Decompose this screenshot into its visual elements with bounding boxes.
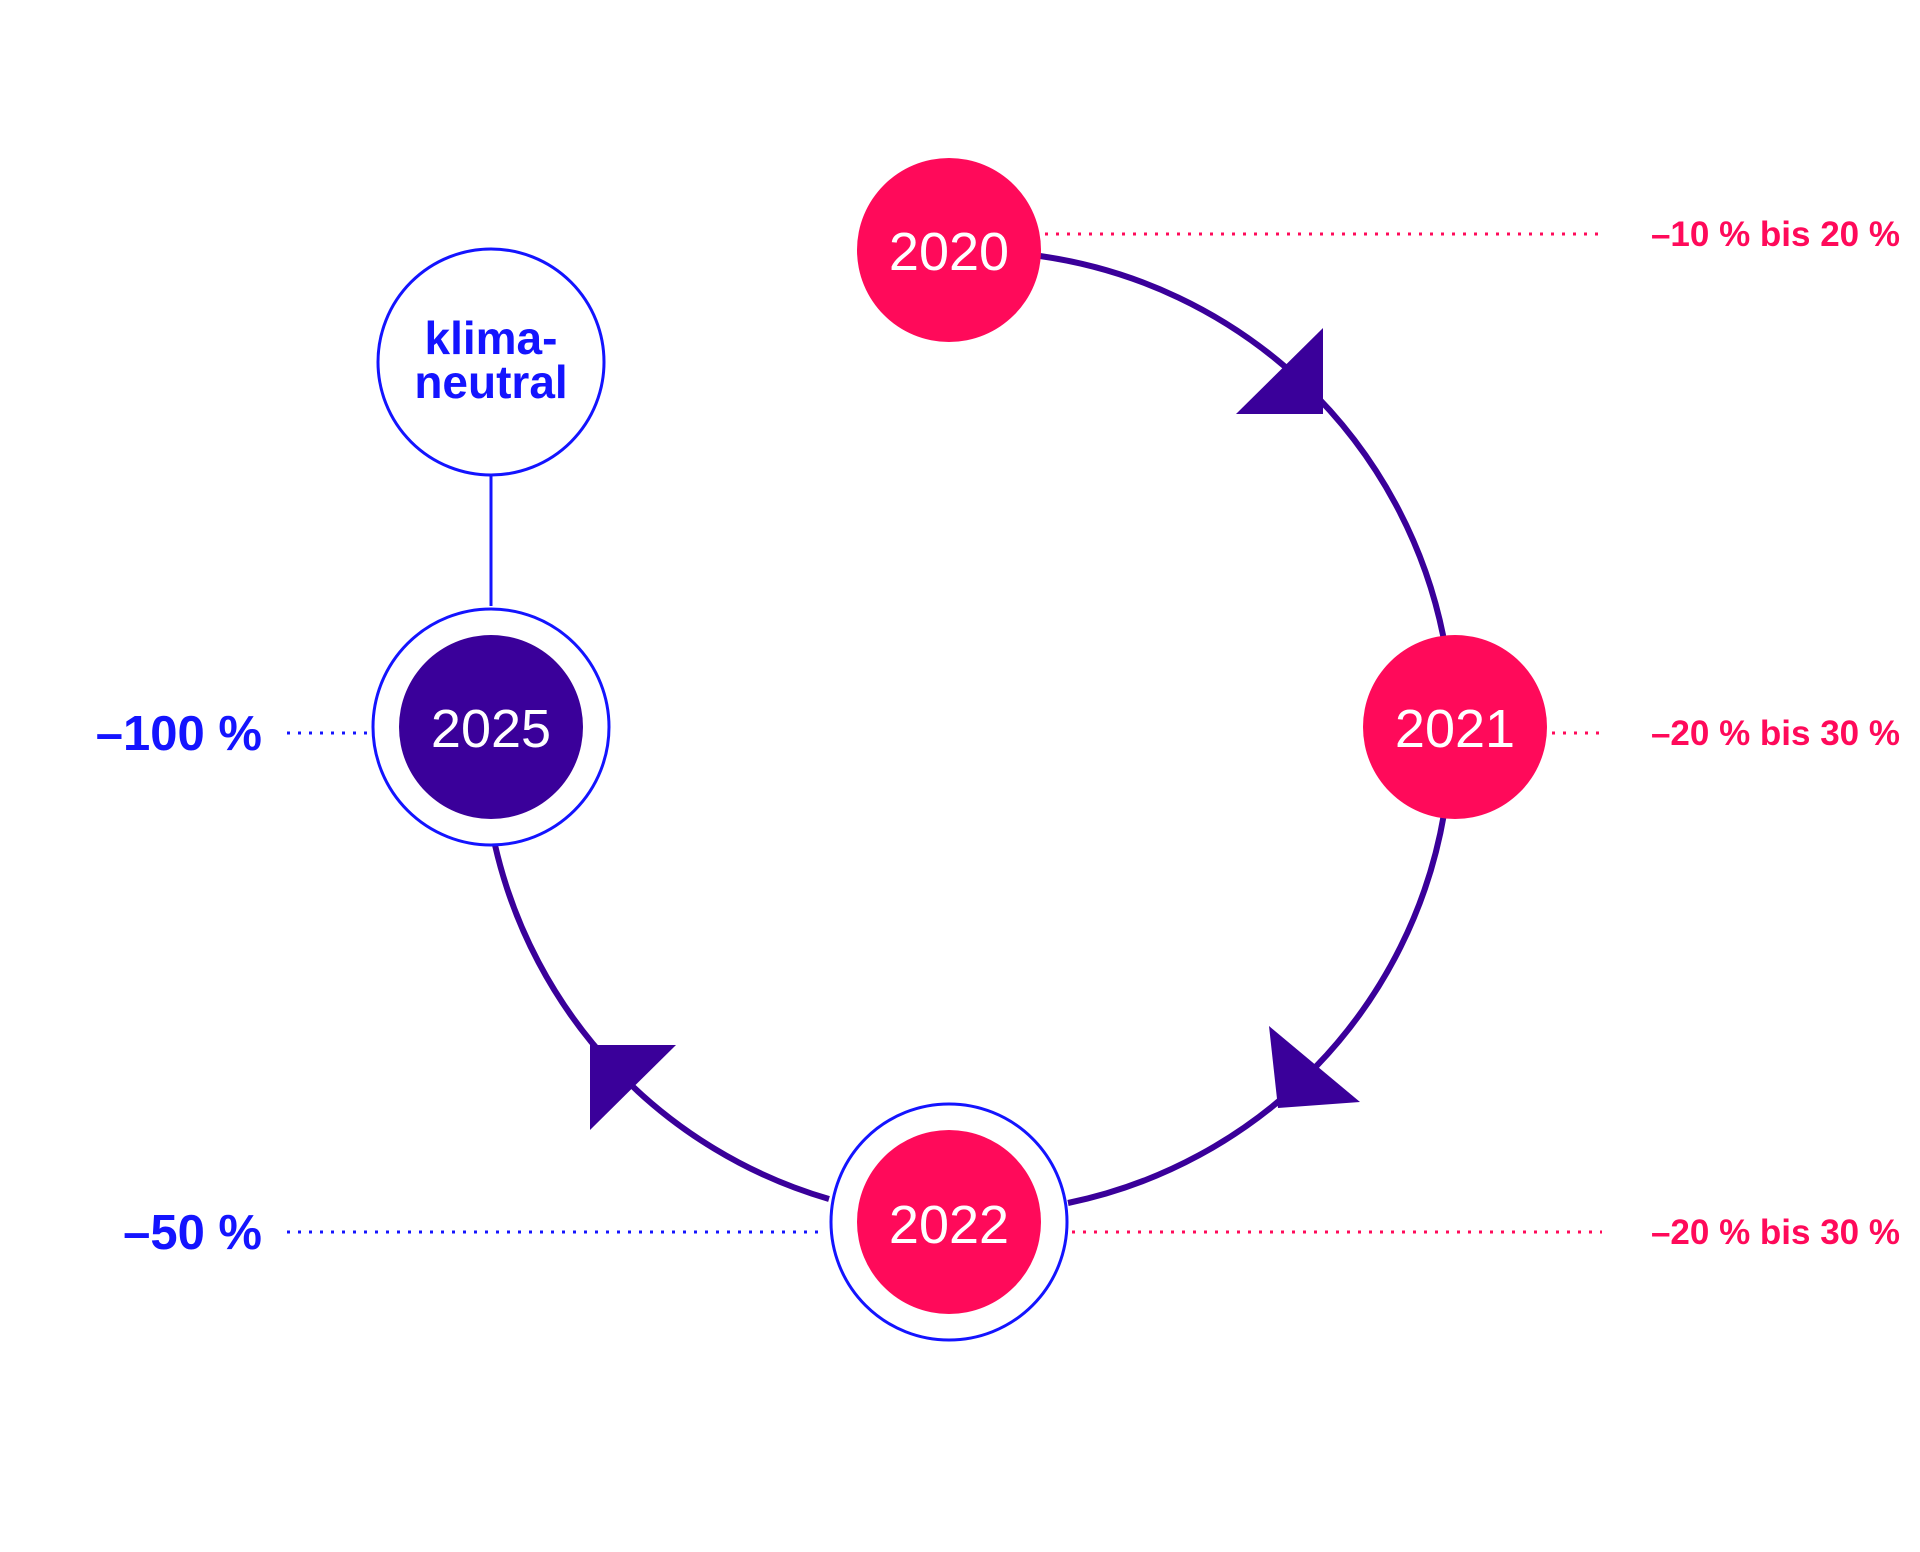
goal-circle	[376, 247, 606, 477]
goal-label-line2: neutral	[414, 356, 567, 408]
reduction-targets: –10 % bis 20 % –20 % bis 30 % –20 % bis …	[96, 215, 1900, 1260]
milestone-2021: 2021	[1363, 635, 1547, 819]
node-2021-label: 2021	[1395, 699, 1515, 759]
node-2025-circle	[399, 635, 583, 819]
arrow-icon	[1269, 1026, 1360, 1108]
arrow-icon	[1236, 328, 1323, 414]
goal-climate-neutral: klima- neutral	[376, 247, 606, 477]
arc-2020-2021	[1039, 253, 1447, 641]
direction-arrows	[590, 328, 1360, 1130]
target-2022-left: –50 %	[123, 1206, 262, 1260]
arc-2022-2025	[492, 844, 830, 1202]
arrow-icon	[590, 1045, 676, 1130]
node-2022-circle	[857, 1130, 1041, 1314]
node-2020-circle	[857, 158, 1041, 342]
node-2021-circle	[1363, 635, 1547, 819]
goal-label-line1: klima-	[425, 312, 558, 364]
milestone-2025: 2025	[371, 607, 611, 847]
leader-lines	[287, 232, 1602, 1234]
milestone-2020: 2020	[857, 158, 1041, 342]
node-2025-label: 2025	[431, 699, 551, 759]
target-2022-right: –20 % bis 30 %	[1651, 1213, 1900, 1252]
target-2021: –20 % bis 30 %	[1651, 714, 1900, 753]
arc-2021-2022	[1067, 813, 1447, 1206]
target-2025: –100 %	[96, 707, 262, 761]
target-2020: –10 % bis 20 %	[1651, 215, 1900, 254]
milestone-2022: 2022	[829, 1102, 1069, 1342]
node-2022-label: 2022	[889, 1195, 1009, 1255]
node-2020-label: 2020	[889, 222, 1009, 282]
